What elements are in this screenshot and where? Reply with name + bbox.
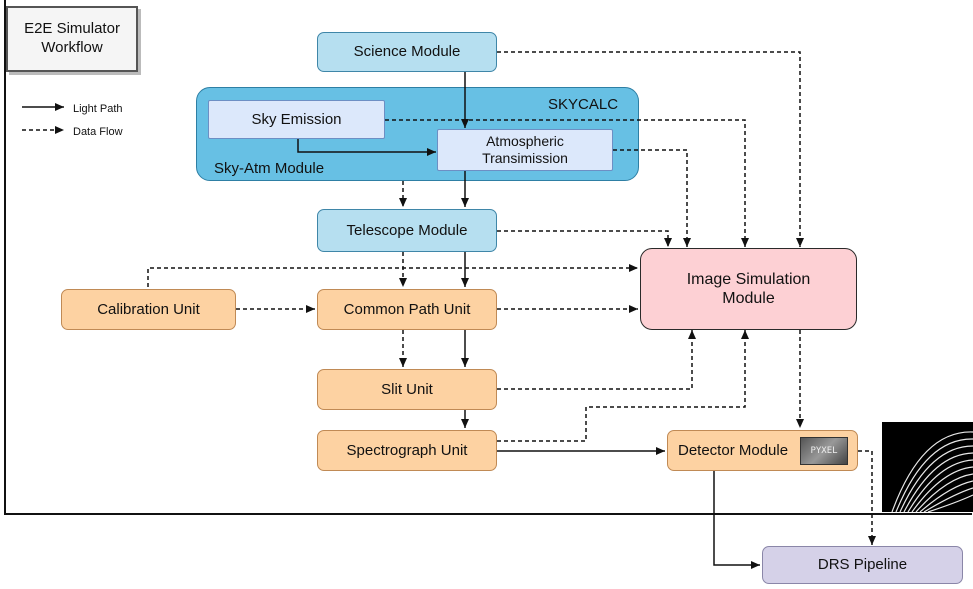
atmospheric-transmission-box: Atmospheric Transimission bbox=[437, 129, 613, 171]
calibration-unit-box: Calibration Unit bbox=[61, 289, 236, 330]
drs-pipeline-box: DRS Pipeline bbox=[762, 546, 963, 584]
slit-unit-box: Slit Unit bbox=[317, 369, 497, 410]
pyxel-logo: PYXEL bbox=[800, 437, 848, 465]
science-module-box: Science Module bbox=[317, 32, 497, 72]
sky-atm-label: Sky-Atm Module bbox=[214, 160, 325, 177]
detector-spectrum-image bbox=[882, 422, 973, 512]
image-simulation-module-box: Image Simulation Module bbox=[640, 248, 857, 330]
workflow-frame bbox=[4, 0, 972, 515]
common-path-unit-box: Common Path Unit bbox=[317, 289, 497, 330]
spectrograph-unit-box: Spectrograph Unit bbox=[317, 430, 497, 471]
legend-light-path: Light Path bbox=[73, 103, 123, 115]
skycalc-label: SKYCALC bbox=[548, 96, 619, 113]
diagram-title: E2E Simulator Workflow bbox=[6, 6, 138, 72]
telescope-module-box: Telescope Module bbox=[317, 209, 497, 252]
sky-emission-box: Sky Emission bbox=[208, 100, 385, 139]
legend-data-flow: Data Flow bbox=[73, 126, 123, 138]
